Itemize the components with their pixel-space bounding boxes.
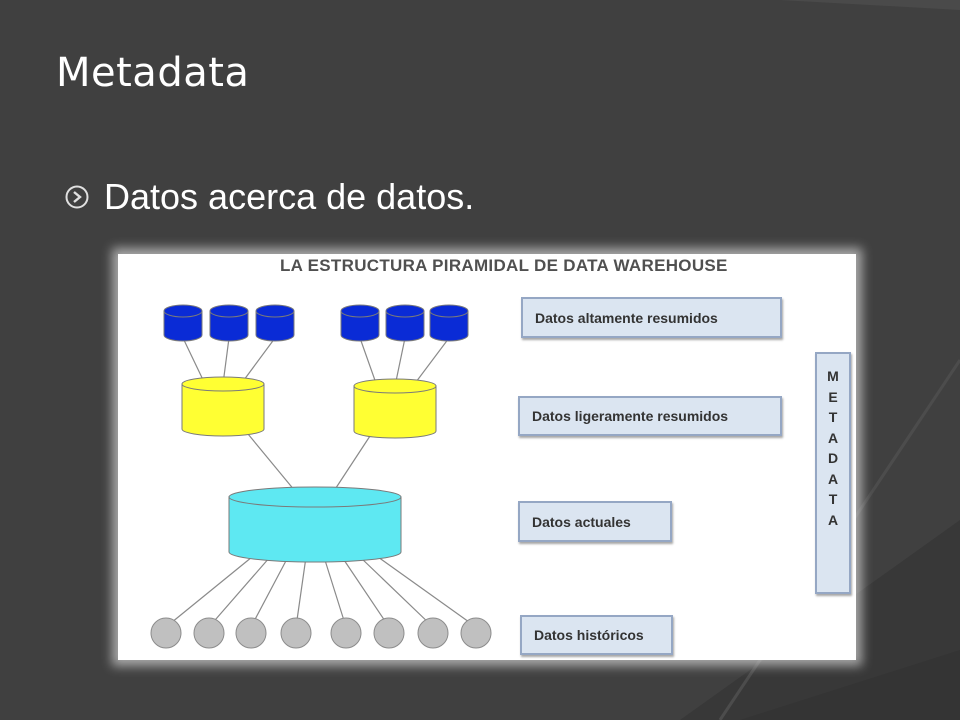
highly-summarized-store xyxy=(209,304,249,342)
lightly-summarized-store xyxy=(353,378,437,439)
connector-line xyxy=(240,337,276,385)
connector-line xyxy=(182,337,206,385)
bullet-text: Datos acerca de datos. xyxy=(104,176,475,217)
connector-line xyxy=(295,556,307,628)
connector-line xyxy=(165,556,253,628)
lightly-summarized-store xyxy=(181,376,265,437)
current-data-store xyxy=(228,486,402,563)
historical-data-node xyxy=(460,617,492,649)
connector-line xyxy=(341,556,390,628)
connector-line xyxy=(222,337,230,385)
bullet-item: Datos acerca de datos. xyxy=(64,176,474,218)
historical-data-node xyxy=(150,617,182,649)
metadata-letter: A xyxy=(827,470,839,487)
metadata-letter: M xyxy=(827,368,839,384)
metadata-letter: E xyxy=(828,388,838,405)
label-current-data: Datos actuales xyxy=(518,501,672,542)
highly-summarized-store xyxy=(163,304,203,342)
historical-data-node xyxy=(280,617,312,649)
connector-line xyxy=(250,556,289,628)
historical-data-node xyxy=(417,617,449,649)
connector-line xyxy=(359,337,378,387)
circled-arrow-icon xyxy=(65,185,89,209)
label-lightly-summarized: Datos ligeramente resumidos xyxy=(518,396,782,436)
metadata-letter: T xyxy=(828,409,838,425)
metadata-letter: T xyxy=(828,491,838,507)
historical-data-node xyxy=(330,617,362,649)
connector-line xyxy=(377,556,477,628)
connector-line xyxy=(247,433,301,498)
slide-title: Metadata xyxy=(56,50,250,96)
figure-title: LA ESTRUCTURA PIRAMIDAL DE DATA WAREHOUS… xyxy=(280,256,728,275)
metadata-letter: A xyxy=(827,429,839,446)
label-historical-data: Datos históricos xyxy=(520,615,673,655)
metadata-letter: D xyxy=(827,450,839,466)
historical-data-node xyxy=(193,617,225,649)
connector-line xyxy=(359,556,434,628)
connector-line xyxy=(323,556,347,628)
highly-summarized-store xyxy=(385,304,425,342)
connector-line xyxy=(412,337,450,387)
historical-data-node xyxy=(235,617,267,649)
data-warehouse-figure: LA ESTRUCTURA PIRAMIDAL DE DATA WAREHOUS… xyxy=(118,254,856,660)
pyramid-diagram xyxy=(150,304,492,649)
metadata-letter: A xyxy=(827,511,839,528)
historical-data-node xyxy=(373,617,405,649)
connector-line xyxy=(208,556,271,628)
highly-summarized-store xyxy=(255,304,295,342)
connector-line xyxy=(394,337,406,387)
label-highly-summarized: Datos altamente resumidos xyxy=(521,297,782,338)
highly-summarized-store xyxy=(340,304,380,342)
highly-summarized-store xyxy=(429,304,469,342)
